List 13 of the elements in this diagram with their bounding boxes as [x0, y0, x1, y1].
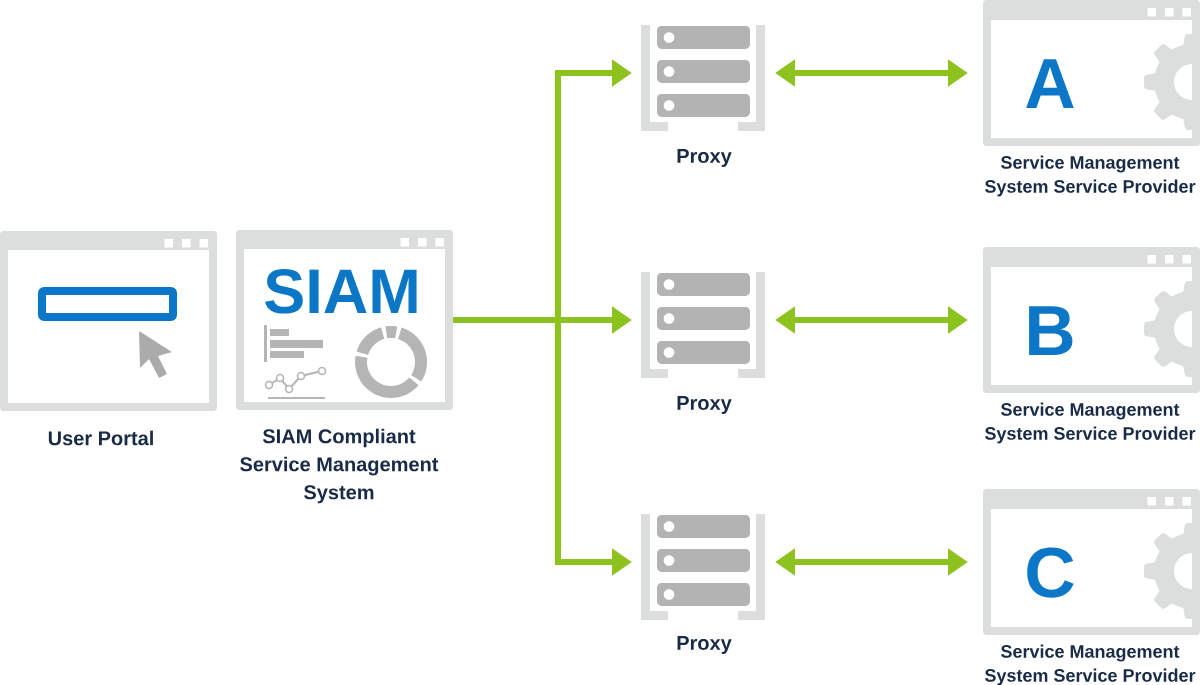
node-label: Proxy	[677, 636, 732, 654]
connector-line	[453, 317, 555, 323]
provider-letter: A	[1026, 59, 1074, 108]
node-label: User Portal	[48, 430, 153, 446]
provider-letter: B	[1029, 306, 1073, 355]
provider-letter: C	[1027, 547, 1074, 598]
node-label: Service Management System Service Provider	[984, 644, 1196, 685]
window-heading: SIAM	[265, 269, 417, 314]
node-label: Proxy	[677, 149, 732, 167]
node-label: Proxy	[677, 396, 732, 414]
node-label: Service Management System Service Provider	[984, 155, 1196, 197]
node-label: Service Management System Service Provider	[984, 402, 1196, 444]
node-label: SIAM Compliant Service Management System	[240, 428, 439, 504]
